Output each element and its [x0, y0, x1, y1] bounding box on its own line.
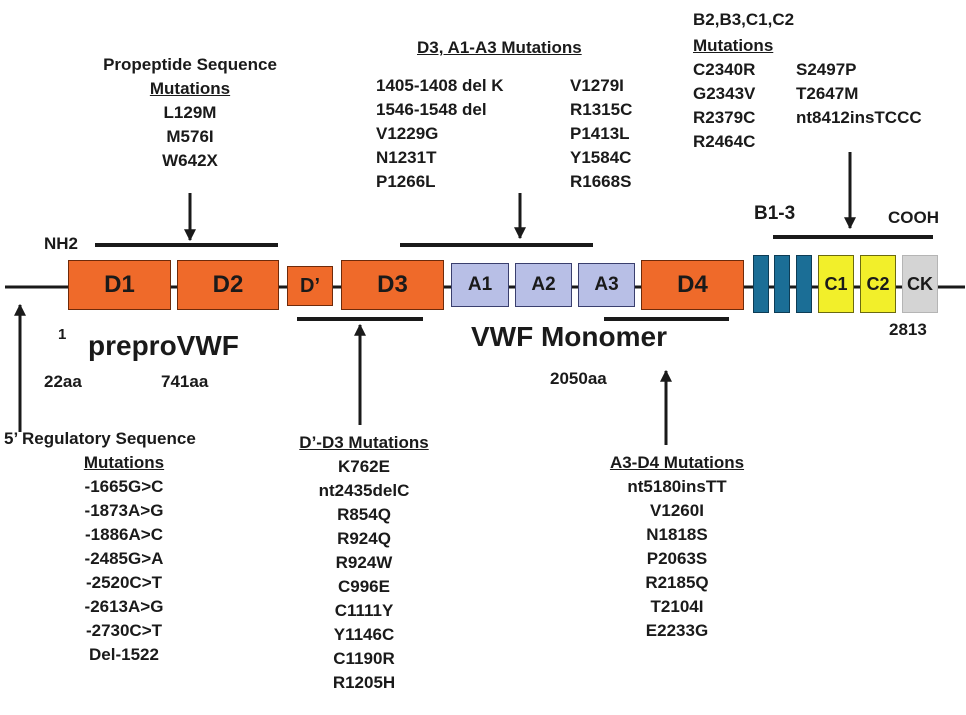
domain-b1 — [753, 255, 769, 313]
list-item: T2647M — [796, 84, 859, 103]
list-item: R2185Q — [645, 573, 709, 592]
list-item: V1260I — [650, 501, 704, 520]
regulatory-list: -1665G>C -1873A>G -1886A>C -2485G>A -252… — [44, 475, 204, 667]
bc-bar — [773, 235, 933, 239]
list-item: -2730C>T — [85, 621, 163, 640]
domain-a3: A3 — [578, 263, 635, 307]
aa22-label: 22aa — [44, 372, 82, 391]
list-item: 1405-1408 del K — [376, 76, 504, 95]
list-item: nt2435delC — [318, 481, 410, 500]
domain-a1: A1 — [451, 263, 509, 307]
dprimed3-list: K762E nt2435delC R854Q R924Q R924W C996E… — [264, 455, 464, 695]
dprimed3-block: D’-D3 Mutations K762E nt2435delC R854Q R… — [264, 431, 464, 695]
list-item: R2464C — [693, 132, 756, 151]
list-item: R1668S — [570, 172, 632, 191]
d3a1a3-left-list: 1405-1408 del K 1546-1548 del V1229G N12… — [376, 74, 504, 194]
vwf-monomer-label: VWF Monomer — [471, 321, 667, 352]
bc-left-list: C2340R G2343V R2379C R2464C — [693, 58, 755, 154]
b13-label: B1-3 — [754, 203, 796, 224]
aa2050-label: 2050aa — [550, 369, 607, 388]
domain-d2: D2 — [177, 260, 279, 310]
regulatory-header: Mutations — [83, 453, 165, 472]
list-item: M576I — [166, 127, 214, 146]
list-item: R854Q — [337, 505, 391, 524]
a3d4-block: A3-D4 Mutations nt5180insTT V1260I N1818… — [577, 451, 777, 643]
list-item: R924W — [335, 553, 393, 572]
list-item: V1279I — [570, 76, 624, 95]
list-item: -2485G>A — [84, 549, 164, 568]
list-item: 1546-1548 del — [376, 100, 487, 119]
list-item: -1873A>G — [84, 501, 164, 520]
list-item: S2497P — [796, 60, 857, 79]
propeptide-list: L129M M576I W642X — [70, 101, 310, 173]
aa2813-label: 2813 — [889, 320, 927, 339]
list-item: N1818S — [646, 525, 708, 544]
dprimed3-header: D’-D3 Mutations — [299, 433, 429, 452]
domain-c1: C1 — [818, 255, 854, 313]
list-item: -1665G>C — [84, 477, 164, 496]
list-item: L129M — [163, 103, 217, 122]
list-item: V1229G — [376, 124, 439, 143]
list-item: Y1146C — [333, 625, 395, 644]
cooh-label: COOH — [888, 208, 939, 227]
list-item: P1413L — [570, 124, 630, 143]
list-item: nt8412insTCCC — [796, 108, 922, 127]
list-item: C2340R — [693, 60, 756, 79]
domain-c2: C2 — [860, 255, 896, 313]
domain-d4: D4 — [641, 260, 744, 310]
domain-d3: D3 — [341, 260, 444, 310]
d3a1a3-bar — [400, 243, 593, 247]
list-item: R1205H — [332, 673, 396, 692]
d3a1a3-right-list: V1279I R1315C P1413L Y1584C R1668S — [570, 74, 632, 194]
list-item: R1315C — [570, 100, 633, 119]
dprimed3-bar — [297, 317, 423, 321]
a3d4-list: nt5180insTT V1260I N1818S P2063S R2185Q … — [577, 475, 777, 643]
domain-ck: CK — [902, 255, 938, 313]
d3a1a3-header: D3, A1-A3 Mutations — [417, 38, 582, 57]
bc-header: Mutations — [693, 36, 774, 55]
regulatory-block: Mutations -1665G>C -1873A>G -1886A>C -24… — [44, 451, 204, 667]
bc-title: B2,B3,C1,C2 — [693, 10, 795, 29]
domain-b2 — [774, 255, 790, 313]
list-item: -2613A>G — [84, 597, 164, 616]
list-item: C996E — [338, 577, 390, 596]
preprovwf-label: preproVWF — [88, 330, 239, 361]
list-item: W642X — [162, 151, 218, 170]
list-item: E2233G — [645, 621, 709, 640]
propeptide-bar — [95, 243, 278, 247]
list-item: -1886A>C — [85, 525, 163, 544]
list-item: Y1584C — [570, 148, 632, 167]
residue-1-label: 1 — [58, 326, 67, 343]
domain-dprime: D’ — [287, 266, 333, 306]
a3d4-bar — [604, 317, 729, 321]
propeptide-block: Propeptide Sequence Mutations L129M M576… — [70, 53, 310, 173]
list-item: R924Q — [337, 529, 391, 548]
list-item: -2520C>T — [85, 573, 163, 592]
list-item: T2104I — [650, 597, 704, 616]
list-item: G2343V — [693, 84, 756, 103]
a3d4-header: A3-D4 Mutations — [609, 453, 745, 472]
aa741-label: 741aa — [161, 372, 209, 391]
nh2-label: NH2 — [44, 234, 79, 253]
regulatory-title: 5’ Regulatory Sequence — [4, 429, 196, 448]
list-item: nt5180insTT — [627, 477, 727, 496]
list-item: C1111Y — [334, 601, 394, 620]
list-item: Del-1522 — [89, 645, 159, 664]
propeptide-header: Mutations — [149, 79, 231, 98]
domain-d1: D1 — [68, 260, 171, 310]
domain-a2: A2 — [515, 263, 572, 307]
list-item: P1266L — [376, 172, 436, 191]
bc-right-list: S2497P T2647M nt8412insTCCC — [796, 58, 922, 130]
list-item: R2379C — [693, 108, 756, 127]
list-item: K762E — [338, 457, 390, 476]
list-item: N1231T — [376, 148, 437, 167]
domain-b3 — [796, 255, 812, 313]
list-item: P2063S — [646, 549, 708, 568]
list-item: C1190R — [333, 649, 395, 668]
propeptide-title: Propeptide Sequence — [103, 55, 277, 74]
